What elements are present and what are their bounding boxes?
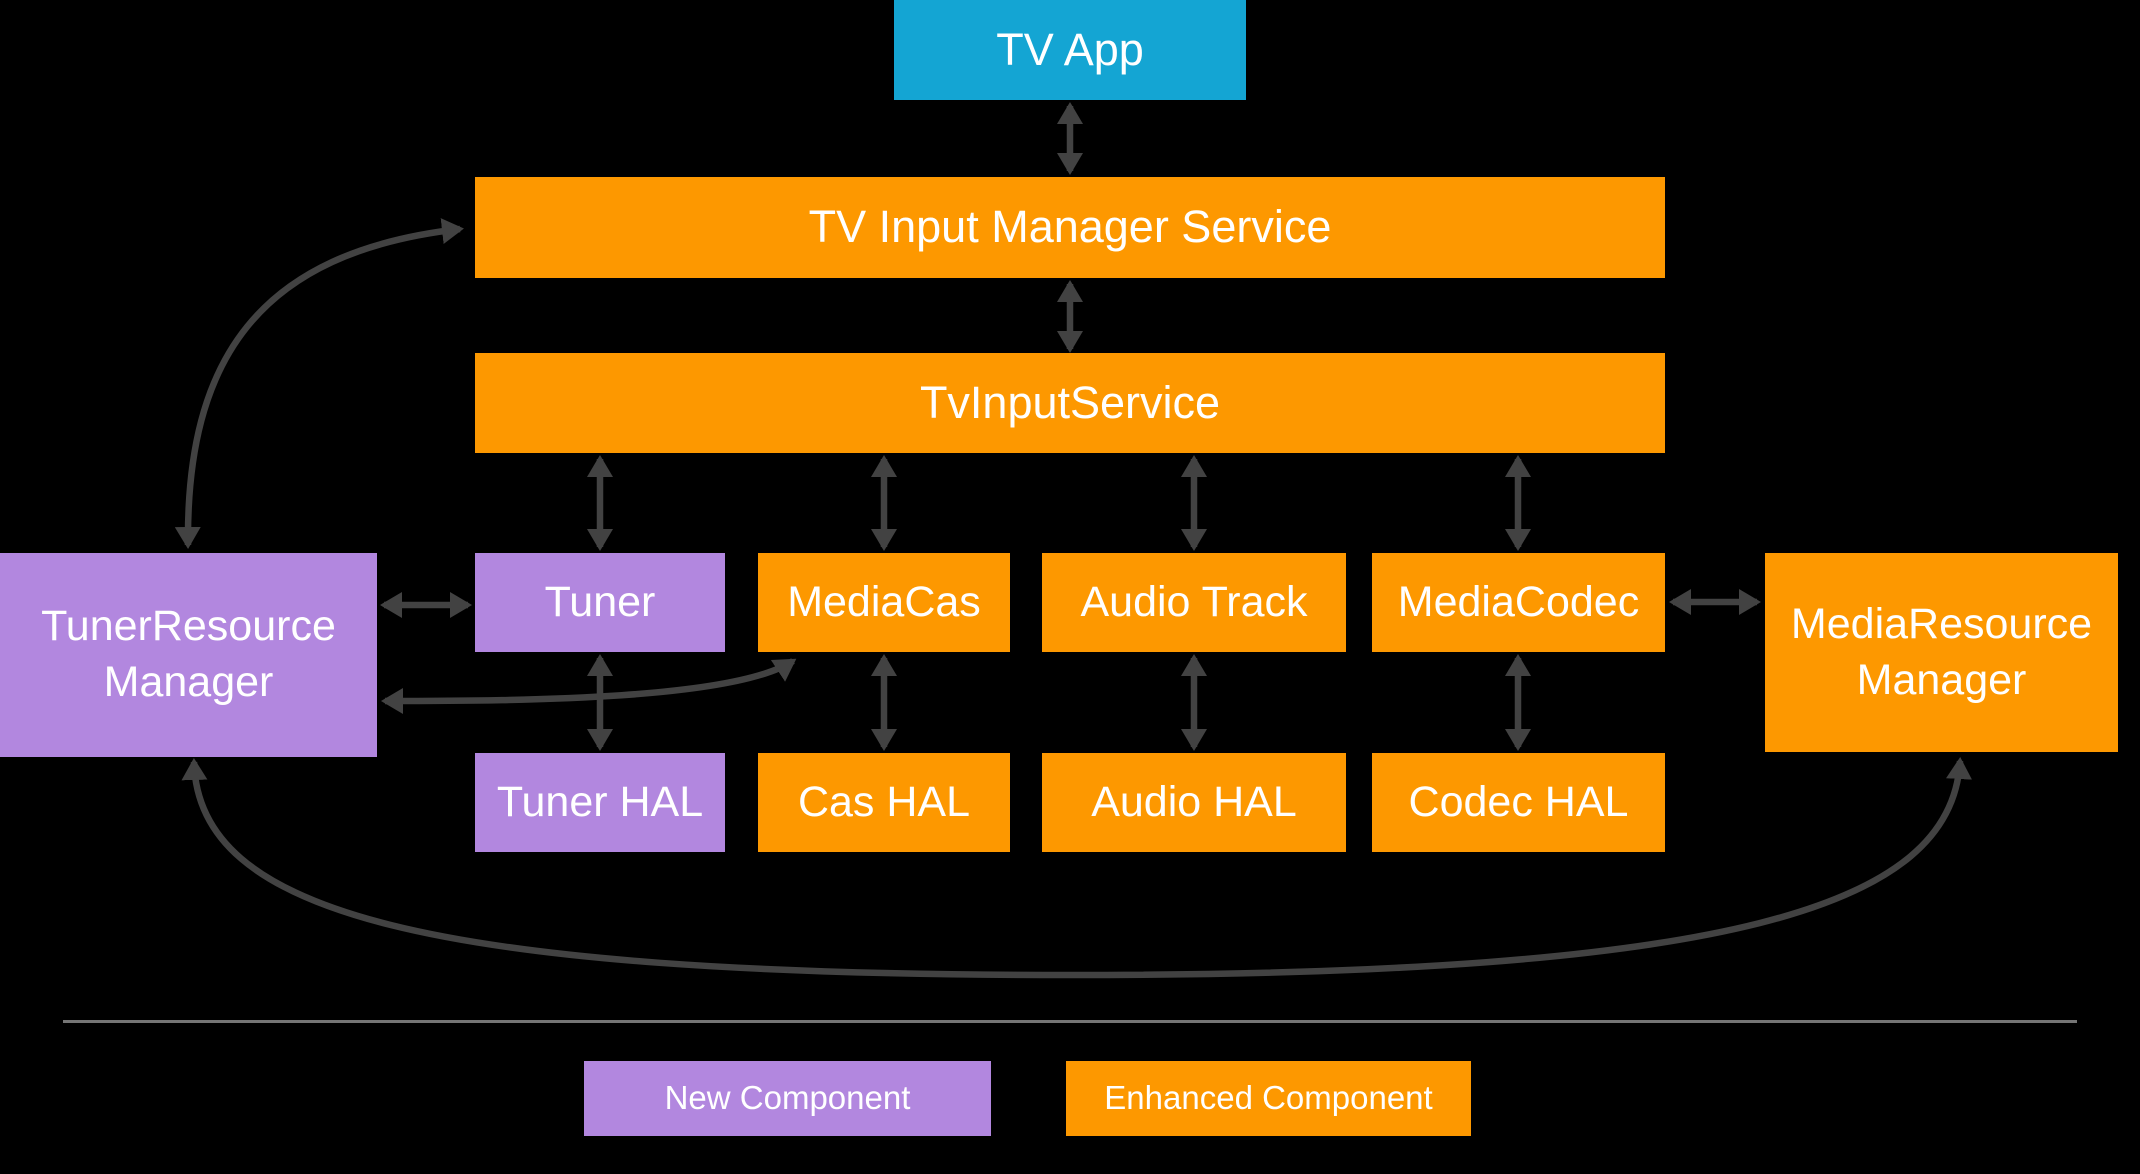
mediacodec-box: MediaCodec: [1372, 553, 1665, 652]
tuner-box: Tuner: [475, 553, 725, 652]
arrow-trm-mediacas-curve: [381, 658, 797, 714]
audio-track-box: Audio Track: [1042, 553, 1346, 652]
tuner-hal-box: Tuner HAL: [475, 753, 725, 852]
tv-app-label: TV App: [996, 23, 1144, 75]
legend-new-component: New Component: [584, 1061, 991, 1136]
legend-enhanced-component: Enhanced Component: [1066, 1061, 1471, 1136]
media-resource-manager-box: MediaResource Manager: [1765, 553, 2118, 752]
cas-hal-box: Cas HAL: [758, 753, 1010, 852]
mediacas-box: MediaCas: [758, 553, 1010, 652]
legend-new-component-label: New Component: [664, 1079, 911, 1117]
audio-hal-label: Audio HAL: [1091, 777, 1297, 826]
tuner-resource-manager-box: TunerResource Manager: [0, 553, 377, 757]
tv-app-box: TV App: [894, 0, 1246, 100]
codec-hal-label: Codec HAL: [1408, 777, 1629, 826]
tuner-hal-label: Tuner HAL: [496, 777, 704, 826]
cas-hal-label: Cas HAL: [797, 777, 971, 826]
legend-enhanced-component-label: Enhanced Component: [1104, 1079, 1433, 1117]
media-resource-manager-label: MediaResource Manager: [1790, 599, 2093, 704]
tuner-resource-manager-label: TunerResource Manager: [41, 602, 336, 706]
audio-hal-box: Audio HAL: [1042, 753, 1346, 852]
audio-track-label: Audio Track: [1080, 577, 1308, 626]
mediacas-label: MediaCas: [787, 577, 981, 626]
codec-hal-box: Codec HAL: [1372, 753, 1665, 852]
tv-input-manager-service-box: TV Input Manager Service: [475, 177, 1665, 278]
arrow-trm-tvims-curve: [174, 218, 464, 549]
mediacodec-label: MediaCodec: [1397, 577, 1640, 626]
tv-input-manager-service-label: TV Input Manager Service: [808, 201, 1332, 253]
legend-divider: [63, 1020, 2077, 1023]
tuner-label: Tuner: [544, 577, 656, 626]
tv-input-service-box: TvInputService: [475, 353, 1665, 453]
tv-input-service-label: TvInputService: [919, 376, 1221, 428]
